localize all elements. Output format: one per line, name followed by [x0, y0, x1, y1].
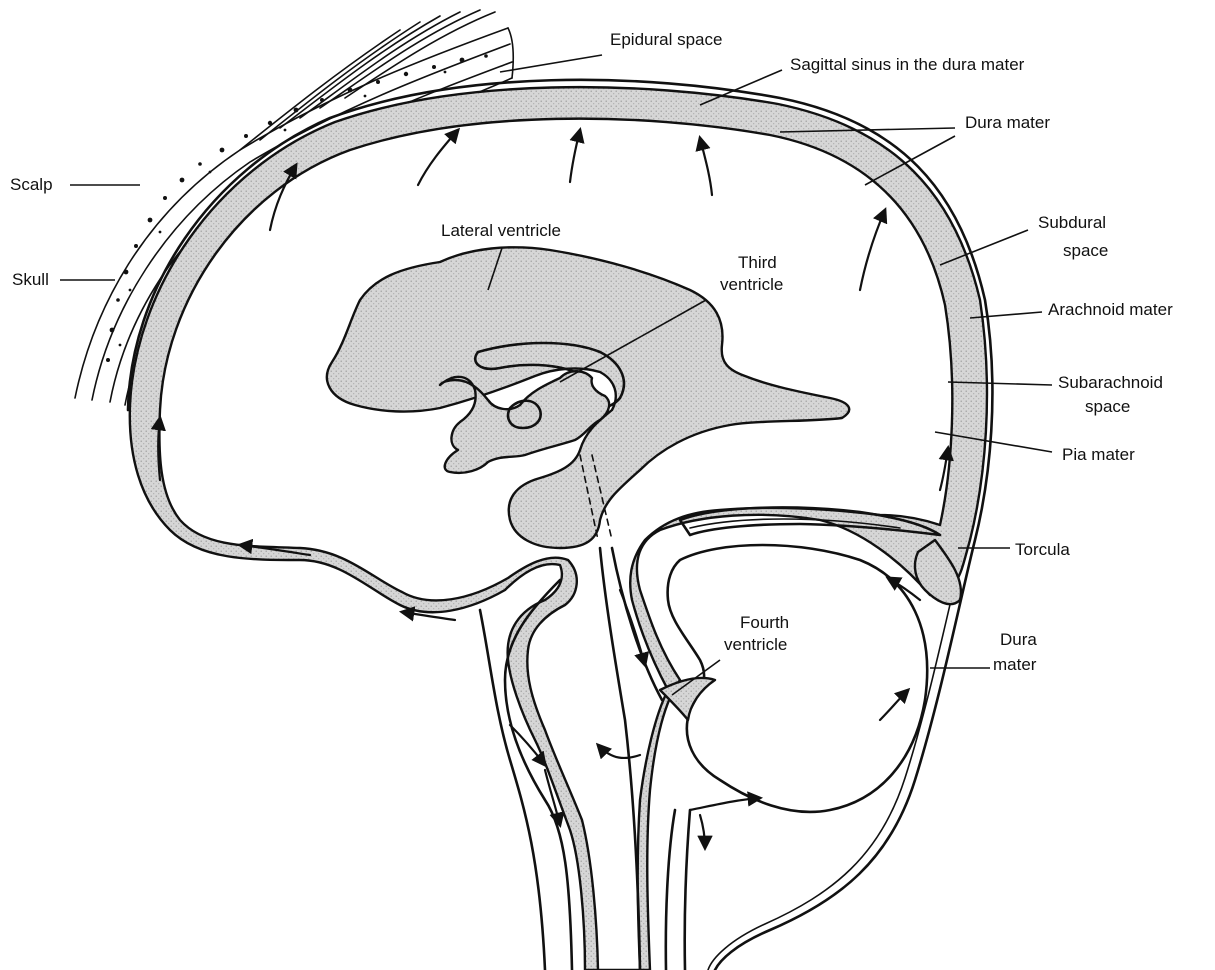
label-subarachnoid-space-line1: Subarachnoid	[1058, 373, 1163, 392]
label-fourth-ventricle-line1: Fourth	[740, 613, 789, 632]
label-dura-mater-top: Dura mater	[965, 113, 1050, 132]
cerebellum	[660, 545, 927, 812]
label-fourth-ventricle-line2: ventricle	[724, 635, 787, 654]
label-scalp: Scalp	[10, 175, 53, 194]
label-third-ventricle-line1: Third	[738, 253, 777, 272]
label-skull: Skull	[12, 270, 49, 289]
label-sagittal-sinus: Sagittal sinus in the dura mater	[790, 55, 1025, 74]
label-epidural-space: Epidural space	[610, 30, 722, 49]
label-third-ventricle-line2: ventricle	[720, 275, 783, 294]
label-dura-mater-lower-line2: mater	[993, 655, 1037, 674]
label-torcula: Torcula	[1015, 540, 1070, 559]
label-subdural-space-line2: space	[1063, 241, 1108, 260]
label-arachnoid-mater: Arachnoid mater	[1048, 300, 1173, 319]
label-dura-mater-lower-line1: Dura	[1000, 630, 1037, 649]
label-lateral-ventricle: Lateral ventricle	[441, 221, 561, 240]
label-pia-mater: Pia mater	[1062, 445, 1135, 464]
label-subarachnoid-space-line2: space	[1085, 397, 1130, 416]
label-subdural-space-line1: Subdural	[1038, 213, 1106, 232]
